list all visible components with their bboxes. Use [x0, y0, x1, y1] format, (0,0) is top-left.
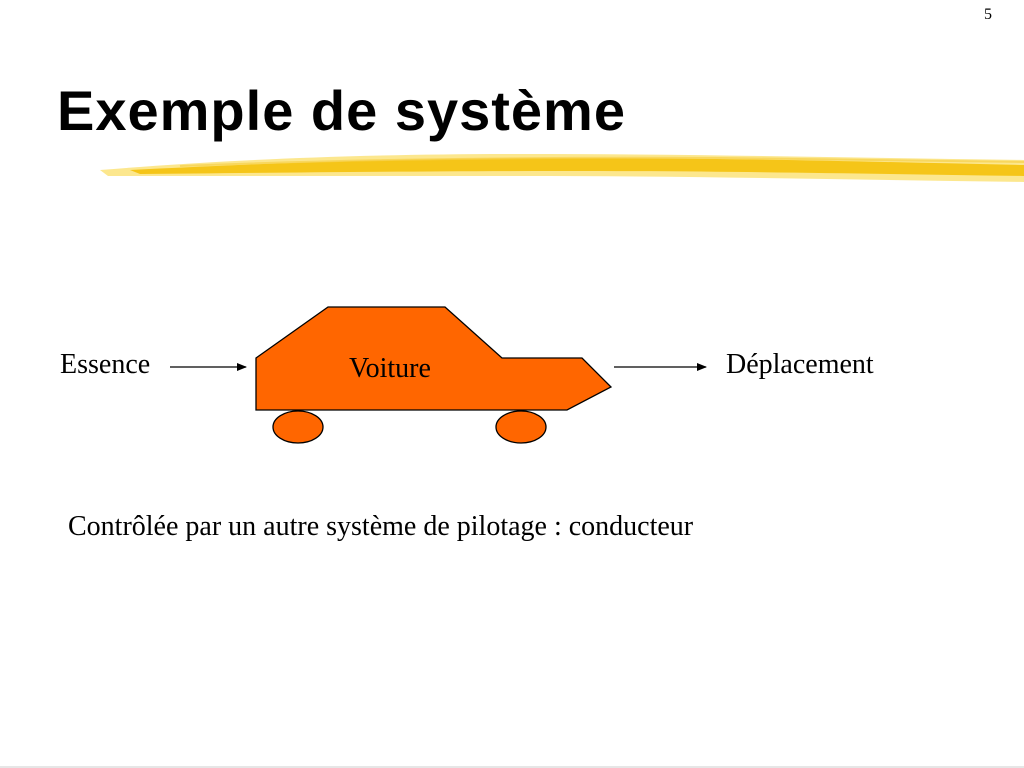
title-highlight-brushstroke [100, 154, 1024, 182]
slide-title: Exemple de système [57, 79, 626, 142]
system-diagram: Essence Voiture Déplacement [0, 290, 1024, 460]
slide-caption: Contrôlée par un autre système de pilota… [68, 511, 694, 542]
car-wheel-rear [272, 410, 324, 444]
output-label: Déplacement [726, 349, 874, 380]
car-body [255, 306, 613, 411]
system-label: Voiture [349, 353, 431, 384]
diagram-graphics [170, 306, 707, 444]
bottom-divider [0, 766, 1024, 768]
input-label: Essence [60, 349, 151, 380]
car-wheel-front [495, 410, 547, 444]
page-number: 5 [984, 6, 992, 23]
